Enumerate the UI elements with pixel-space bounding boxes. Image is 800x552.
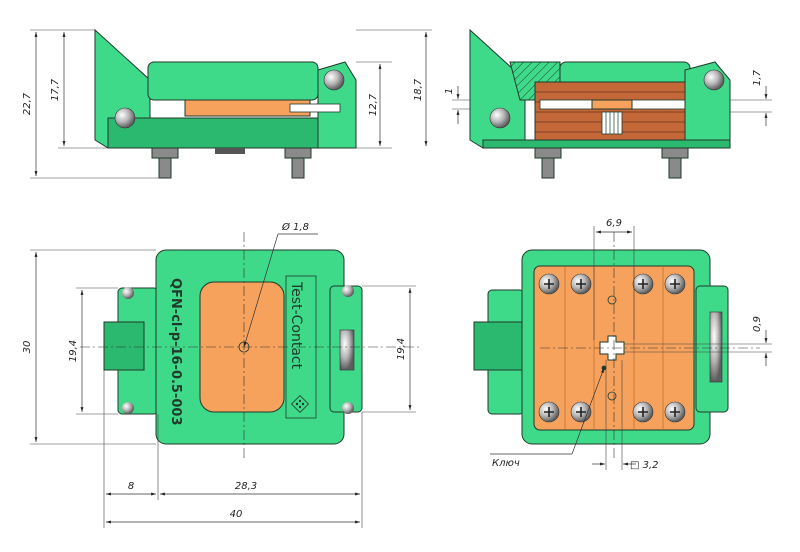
dim-body-length: 28,3 — [235, 481, 257, 492]
ball-icon — [489, 107, 511, 129]
section-view-dimensions: 1 1,7 — [444, 69, 772, 126]
dim-gap-right: 1,7 — [752, 69, 763, 86]
dim-inner-height-right: 19,4 — [396, 338, 407, 360]
ball-icon — [342, 402, 354, 414]
dim-socket-height: 12,7 — [368, 93, 379, 116]
dim-pad-size: □ 3,2 — [630, 460, 659, 471]
side-view-dimensions: 22,7 17,7 12,7 18,7 — [22, 29, 432, 179]
ball-icon — [122, 287, 134, 299]
dim-width: 30 — [22, 341, 33, 354]
dim-overall-height: 22,7 — [22, 92, 33, 115]
dim-hole-diameter: Ø 1,8 — [281, 221, 309, 233]
key-label: Ключ — [492, 458, 520, 469]
side-view — [94, 28, 357, 179]
bottom-view-dimensions: 6,9 0,9 □ 3,2 Ключ — [490, 218, 772, 471]
ball-icon — [342, 285, 354, 297]
logo-icon — [290, 394, 310, 414]
ball-icon — [122, 402, 134, 414]
dim-left-offset: 8 — [128, 481, 134, 492]
dim-gap: 1 — [444, 88, 455, 94]
ball-icon — [323, 69, 345, 91]
dim-body-height: 17,7 — [50, 78, 61, 101]
top-view-dimensions: 30 19,4 19,4 8 28,3 40 Ø 1,8 — [22, 221, 420, 528]
ball-icon — [703, 69, 725, 91]
dim-side-height: 18,7 — [413, 78, 424, 101]
brand-label: Test-Contact — [288, 281, 304, 370]
bottom-view — [473, 249, 729, 445]
dim-pin-offset: 0,9 — [752, 316, 763, 332]
dim-total-length: 40 — [230, 509, 243, 520]
dim-inner-height-left: 19,4 — [68, 340, 79, 362]
dim-pitch-width: 6,9 — [606, 218, 622, 229]
section-view — [469, 28, 731, 179]
ball-icon — [114, 107, 136, 129]
part-number-label: QFN-cl-p-16-0.5-003 — [168, 278, 183, 426]
